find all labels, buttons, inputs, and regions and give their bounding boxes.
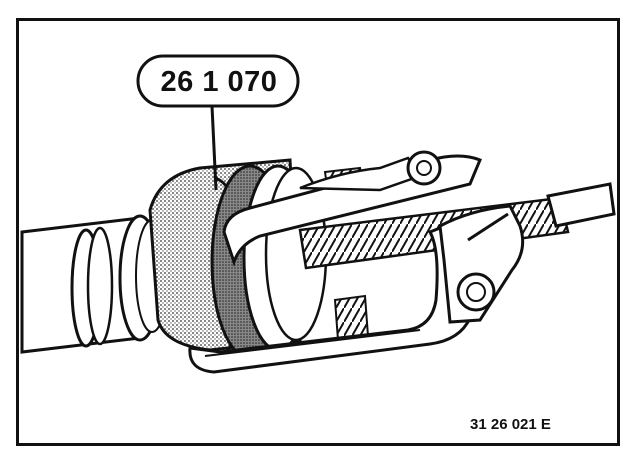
figure-id: 31 26 021 E bbox=[470, 416, 551, 433]
drive-shaft bbox=[20, 214, 169, 354]
part-callout bbox=[136, 54, 300, 191]
puller-yoke bbox=[406, 150, 525, 324]
part-number-label: 26 1 070 bbox=[160, 66, 278, 98]
bearing-housing bbox=[148, 158, 328, 360]
